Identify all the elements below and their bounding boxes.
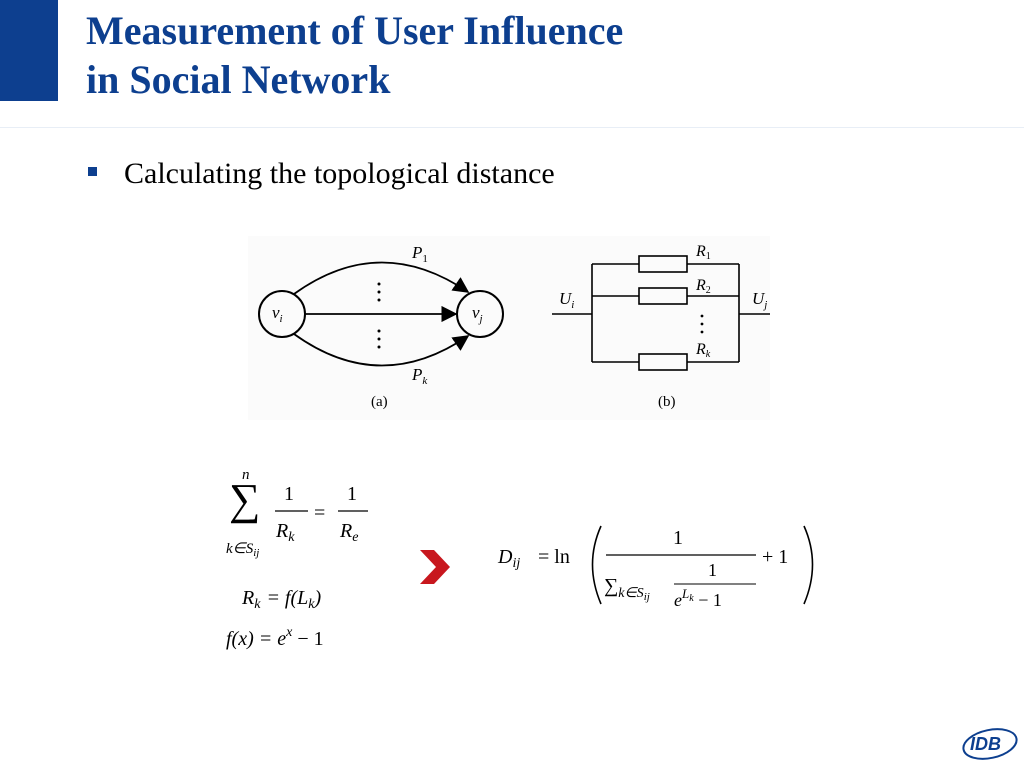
sum-lower-limit: k∈Sij xyxy=(226,541,259,559)
frac1-denominator: Rk xyxy=(275,520,295,545)
distance-equation: Dij = ln 1 ∑k∈Sij 1 eLk − 1 + 1 xyxy=(497,525,814,610)
resistor-rk-label: Rk xyxy=(695,341,711,360)
inner-denominator: eLk − 1 xyxy=(674,586,722,610)
d-eq-ln: = ln xyxy=(538,546,570,568)
circuit-ui-label: Ui xyxy=(559,289,574,311)
plus-one: + 1 xyxy=(762,546,788,568)
svg-text:IDB: IDB xyxy=(970,734,1001,754)
idb-logo: IDB xyxy=(962,728,1018,760)
sum-upper-limit: n xyxy=(242,467,250,483)
path-pk-label: Pk xyxy=(411,365,428,387)
network-figure: vi vj P1 Pk (a) Ui Uj R1 R2 Rk (b) xyxy=(258,243,770,410)
inner-sum: ∑k∈Sij xyxy=(604,575,650,603)
slide-title: Measurement of User Influence in Social … xyxy=(86,6,623,104)
bullet-text: Calculating the topological distance xyxy=(124,157,555,190)
ellipsis-lower xyxy=(377,329,381,349)
figure-a-caption: (a) xyxy=(371,394,388,410)
path-top-edge xyxy=(293,261,470,295)
f-definition: f(x) = ex − 1 xyxy=(226,625,324,650)
figure-b-caption: (b) xyxy=(658,394,676,410)
figure-background xyxy=(248,236,770,420)
resistor-r2-label: R2 xyxy=(695,277,711,296)
bullet-square-icon xyxy=(88,167,97,176)
figure-b-circuit xyxy=(552,255,770,371)
inner-numerator: 1 xyxy=(708,560,717,580)
frac2-denominator: Re xyxy=(339,520,358,545)
circuit-uj-label: Uj xyxy=(752,289,767,311)
resistor-r2 xyxy=(638,287,688,305)
left-equations: n ∑ k∈Sij 1 Rk = 1 Re Rk= f(Lk) f(x) = e… xyxy=(226,467,368,650)
path-bottom-edge xyxy=(293,333,470,367)
node-vi-label: vi xyxy=(272,303,283,325)
title-line-2: in Social Network xyxy=(86,57,391,102)
figure-a-graph: vi vj P1 Pk (a) xyxy=(258,243,504,410)
circuit-ellipsis xyxy=(700,314,704,334)
node-vj-label: vj xyxy=(472,303,483,325)
frac1-numerator: 1 xyxy=(284,483,294,505)
left-big-paren xyxy=(591,525,602,605)
d-lhs: Dij xyxy=(497,546,520,571)
outer-numerator: 1 xyxy=(673,527,683,549)
rk-definition: Rk= f(Lk) xyxy=(241,587,322,612)
title-line-1: Measurement of User Influence xyxy=(86,8,624,53)
resistor-r1-label: R1 xyxy=(695,243,711,262)
chevron-right-icon xyxy=(420,550,450,584)
frac-equals: = xyxy=(314,502,325,524)
right-big-paren xyxy=(803,525,814,605)
frac2-numerator: 1 xyxy=(347,483,357,505)
resistor-rk xyxy=(638,353,688,371)
resistor-r1 xyxy=(638,255,688,273)
sum-sigma: ∑ xyxy=(229,475,260,524)
ellipsis-upper xyxy=(377,282,381,302)
header-divider xyxy=(0,127,1024,128)
path-p1-label: P1 xyxy=(411,243,428,265)
title-accent-bar xyxy=(0,0,58,101)
